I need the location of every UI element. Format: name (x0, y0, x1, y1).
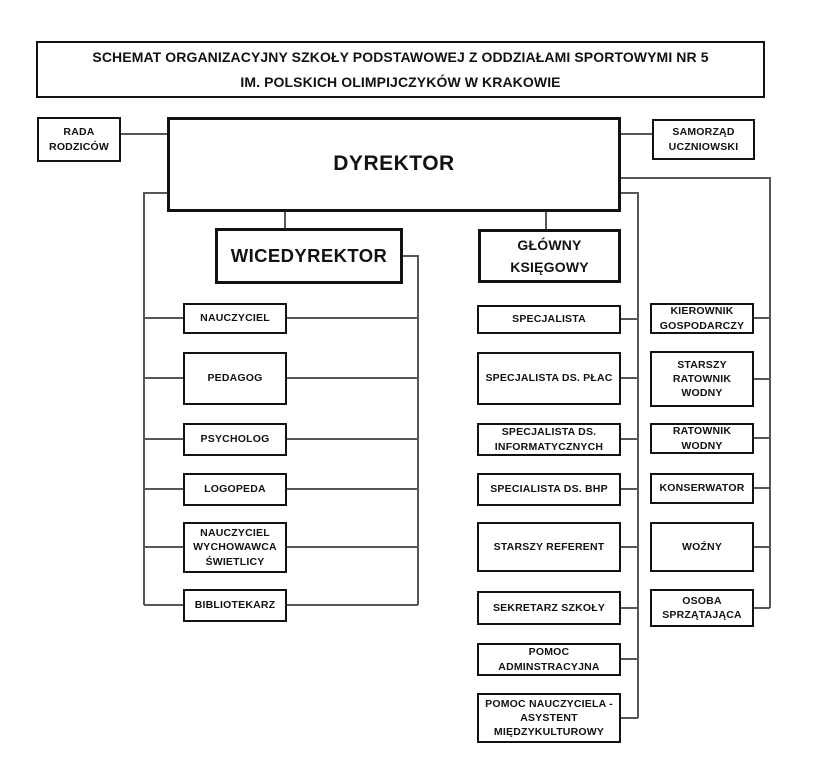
node-pedagog: PEDAGOG (183, 352, 287, 405)
node-rada-rodzicow: RADA RODZICÓW (37, 117, 121, 162)
node-bibliotekarz: BIBLIOTEKARZ (183, 589, 287, 622)
node-wicedyrektor: WICEDYREKTOR (215, 228, 403, 284)
node-osoba-sprzatajaca: OSOBA SPRZĄTAJĄCA (650, 589, 754, 627)
node-ratownik-wodny: RATOWNIK WODNY (650, 423, 754, 454)
node-dyrektor: DYREKTOR (167, 117, 621, 212)
connector-left-rail (143, 192, 183, 606)
node-nauczyciel: NAUCZYCIEL (183, 303, 287, 334)
node-sekretarz-szkoly: SEKRETARZ SZKOŁY (477, 591, 621, 625)
node-starszy-ratownik-wodny: STARSZY RATOWNIK WODNY (650, 351, 754, 407)
node-samorzad-uczniowski: SAMORZĄD UCZNIOWSKI (652, 119, 755, 160)
node-specialista-ds-bhp: SPECIALISTA DS. BHP (477, 473, 621, 506)
node-specjalista-ds-plac: SPECJALISTA DS. PŁAC (477, 352, 621, 405)
node-specjalista: SPECJALISTA (477, 305, 621, 334)
node-wozny: WOŹNY (650, 522, 754, 572)
node-starszy-referent: STARSZY REFERENT (477, 522, 621, 572)
chart-title: SCHEMAT ORGANIZACYJNY SZKOŁY PODSTAWOWEJ… (36, 41, 765, 98)
node-specjalista-ds-informatycznych: SPECJALISTA DS. INFORMATYCZNYCH (477, 423, 621, 456)
node-logopeda: LOGOPEDA (183, 473, 287, 506)
node-pomoc-adminstracyjna: POMOC ADMINSTRACYJNA (477, 643, 621, 676)
node-nauczyciel-wychowawca-swietlicy: NAUCZYCIEL WYCHOWAWCA ŚWIETLICY (183, 522, 287, 573)
node-pomoc-nauczyciela-asystent-miedzykulturowy: POMOC NAUCZYCIELA - ASYSTENT MIĘDZYKULTU… (477, 693, 621, 743)
node-konserwator: KONSERWATOR (650, 473, 754, 504)
connector-deputy-rail (287, 255, 419, 606)
node-glowny-ksiegowy: GŁÓWNY KSIĘGOWY (478, 229, 621, 283)
node-kierownik-gospodarczy: KIEROWNIK GOSPODARCZY (650, 303, 754, 334)
connector-admin-rail (621, 192, 639, 719)
node-psycholog: PSYCHOLOG (183, 423, 287, 456)
connector-facility-rail (621, 177, 771, 609)
